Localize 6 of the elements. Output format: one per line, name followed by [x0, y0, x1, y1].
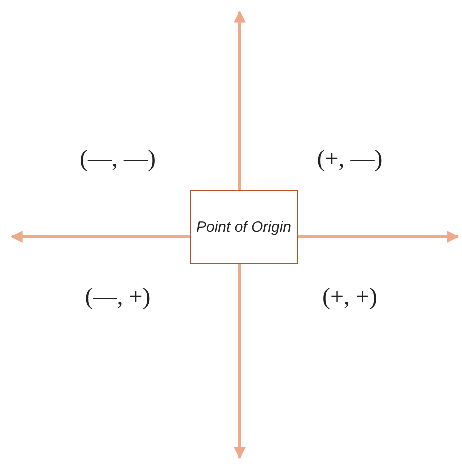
quadrant-sign-label: (+, —) — [317, 146, 383, 174]
quadrant-sign-label: (—, +) — [85, 284, 151, 312]
quadrant-sign-label: (+, +) — [322, 284, 378, 312]
quadrant-sign-label: (—, —) — [80, 146, 156, 174]
box-text: Point of Origin — [196, 218, 292, 238]
label-box — [190, 190, 298, 264]
